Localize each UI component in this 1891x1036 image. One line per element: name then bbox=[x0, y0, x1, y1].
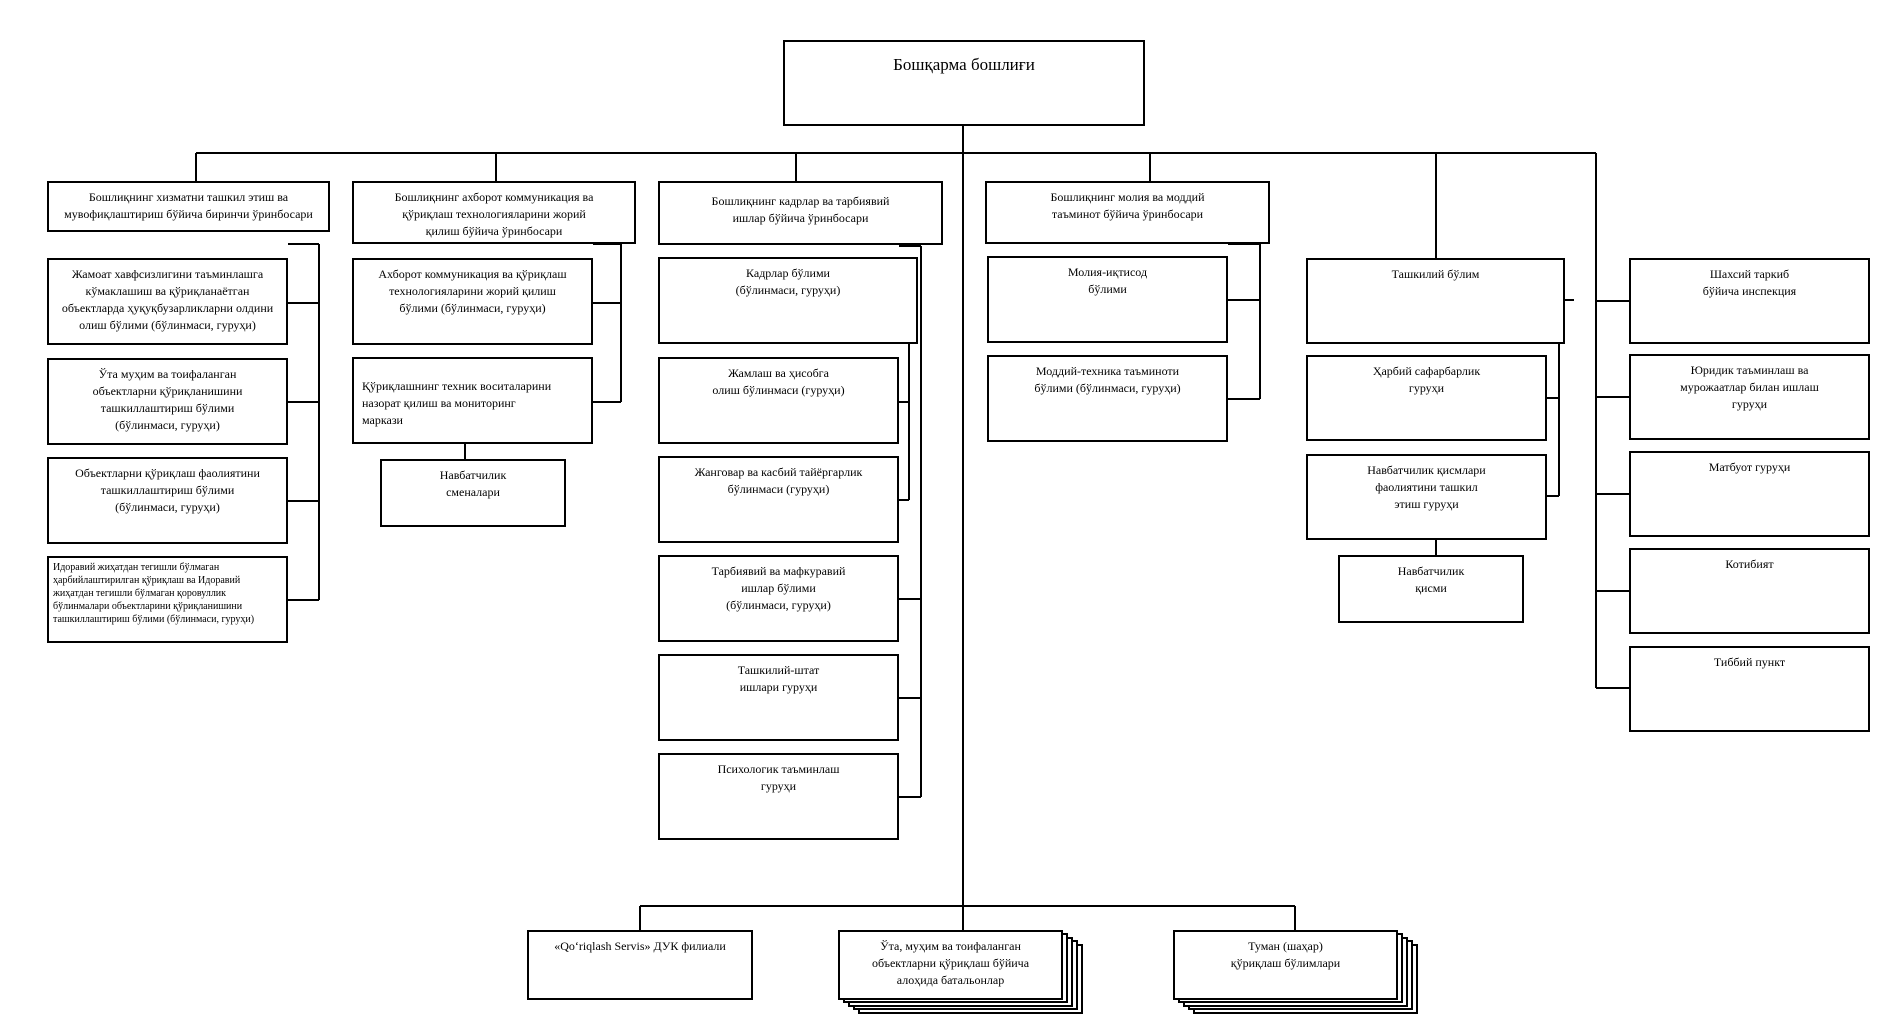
node-d2-unit-1: Ахборот коммуникация ва қўриқлаш техноло… bbox=[352, 258, 593, 345]
node-org-subunit-1: Навбатчилик қисми bbox=[1338, 555, 1524, 623]
node-org-unit-2: Навбатчилик қисмлари фаолиятини ташкил э… bbox=[1306, 454, 1547, 540]
node-direct-1: Шахсий таркиб бўйича инспекция bbox=[1629, 258, 1870, 344]
node-deputy-4: Бошлиқнинг молия ва моддий таъминот бўйи… bbox=[985, 181, 1270, 244]
node-d3-unit-5: Ташкилий-штат ишлари гуруҳи bbox=[658, 654, 899, 741]
node-d2-unit-2: Қўриқлашнинг техник воситаларини назорат… bbox=[352, 357, 593, 444]
node-root: Бошқарма бошлиғи bbox=[783, 40, 1145, 126]
node-org-department: Ташкилий бўлим bbox=[1306, 258, 1565, 344]
node-sub-1: «Qo‘riqlash Servis» ДУК филиали bbox=[527, 930, 753, 1000]
node-deputy-3: Бошлиқнинг кадрлар ва тарбиявий ишлар бў… bbox=[658, 181, 943, 245]
node-sub-2: Ўта, муҳим ва тоифаланган объектларни қў… bbox=[838, 930, 1063, 1000]
node-d3-unit-1: Кадрлар бўлими (бўлинмаси, гуруҳи) bbox=[658, 257, 918, 344]
node-d1-unit-2: Ўта муҳим ва тоифаланган объектларни қўр… bbox=[47, 358, 288, 445]
node-sub-2-stack: Ўта, муҳим ва тоифаланган объектларни қў… bbox=[838, 930, 1083, 1015]
node-deputy-1: Бошлиқнинг хизматни ташкил этиш ва мувоф… bbox=[47, 181, 330, 232]
node-d1-unit-1: Жамоат хавфсизлигини таъминлашга кўмакла… bbox=[47, 258, 288, 345]
node-d3-unit-3: Жанговар ва касбий тайёргарлик бўлинмаси… bbox=[658, 456, 899, 543]
node-d3-unit-2: Жамлаш ва ҳисобга олиш бўлинмаси (гуруҳи… bbox=[658, 357, 899, 444]
node-direct-5: Тиббий пункт bbox=[1629, 646, 1870, 732]
node-d4-unit-1: Молия-иқтисод бўлими bbox=[987, 256, 1228, 343]
node-direct-2: Юридик таъминлаш ва мурожаатлар билан иш… bbox=[1629, 354, 1870, 440]
node-org-unit-1: Ҳарбий сафарбарлик гуруҳи bbox=[1306, 355, 1547, 441]
node-d3-unit-4: Тарбиявий ва мафкуравий ишлар бўлими (бў… bbox=[658, 555, 899, 642]
node-d4-unit-2: Моддий-техника таъминоти бўлими (бўлинма… bbox=[987, 355, 1228, 442]
node-sub-3-stack: Туман (шаҳар) қўриқлаш бўлимлари bbox=[1173, 930, 1418, 1015]
node-d2-subunit-1: Навбатчилик сменалари bbox=[380, 459, 566, 527]
node-d1-unit-4: Идоравий жиҳатдан тегишли бўлмаган ҳарби… bbox=[47, 556, 288, 643]
node-sub-3: Туман (шаҳар) қўриқлаш бўлимлари bbox=[1173, 930, 1398, 1000]
node-deputy-2: Бошлиқнинг ахборот коммуникация ва қўриқ… bbox=[352, 181, 636, 244]
node-d3-unit-6: Психологик таъминлаш гуруҳи bbox=[658, 753, 899, 840]
node-direct-3: Матбуот гуруҳи bbox=[1629, 451, 1870, 537]
node-direct-4: Котибият bbox=[1629, 548, 1870, 634]
node-d1-unit-3: Объектларни қўриқлаш фаолиятини ташкилла… bbox=[47, 457, 288, 544]
